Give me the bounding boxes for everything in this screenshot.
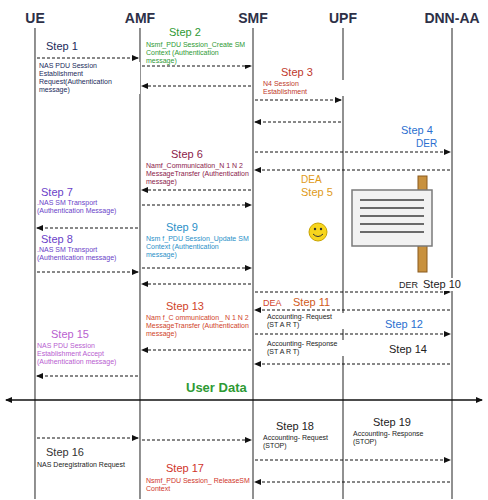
step-number: Step 3: [280, 66, 314, 79]
lifeline: [34, 28, 35, 499]
message-arrow: [37, 376, 138, 377]
message-arrow: [142, 284, 251, 285]
participant-name: UE: [23, 10, 46, 26]
step-number: Step 11: [292, 296, 331, 309]
step-number: Step 18: [275, 420, 315, 433]
lifeline: [253, 28, 254, 499]
message-label: NAS PDU Session Establishment Request(Au…: [38, 62, 140, 94]
lifeline: [139, 28, 140, 499]
message-label: DER: [415, 138, 438, 150]
message-label: DEA: [300, 174, 323, 186]
message-label: Nsm f_PDU Session_Update SM Context (Aut…: [145, 235, 252, 259]
step-number: Step 12: [384, 318, 424, 331]
message-arrow: [255, 122, 341, 123]
message-label: DER: [398, 280, 419, 290]
message-arrow: [37, 228, 138, 229]
message-arrow: [142, 205, 251, 206]
participant-name: SMF: [236, 10, 270, 26]
message-arrow: [255, 170, 450, 171]
message-label: Nsmf_PDU Session_ ReleaseSM Context: [145, 477, 252, 493]
message-label: NAS Deregistration Request: [36, 461, 138, 469]
step-number: Step 2: [168, 26, 202, 39]
message-label: DEA: [262, 298, 283, 308]
message-arrow: [37, 438, 138, 439]
signboard: [352, 190, 432, 246]
message-arrow: [255, 460, 450, 461]
participant-name: DNN-AA: [422, 10, 481, 26]
message-arrow: [255, 334, 450, 335]
step-number: Step 13: [165, 300, 205, 313]
participant-header: UE: [23, 10, 46, 26]
participant-name: UPF: [327, 10, 359, 26]
step-number: Step 8: [40, 233, 74, 246]
step-number: Step 16: [45, 446, 85, 459]
message-label: N4 Session Establishment: [262, 80, 344, 96]
participant-header: UPF: [327, 10, 359, 26]
lifeline: [452, 28, 453, 499]
participant-name: AMF: [123, 10, 157, 26]
smiley-icon: [309, 223, 327, 241]
step-number: Step 17: [165, 462, 205, 475]
participant-header: SMF: [236, 10, 270, 26]
message-label: NAS PDU Session Establishment Accept (Au…: [36, 342, 138, 366]
step-number: Step 15: [50, 328, 90, 341]
message-arrow: [142, 268, 251, 269]
message-label: Accounting- Response (ST A R T): [266, 340, 344, 356]
message-label: Accounting- Request (ST A R T): [266, 313, 344, 329]
message-arrow: [142, 350, 251, 351]
message-arrow: [255, 310, 450, 311]
message-arrow: [255, 152, 450, 153]
lifeline: [343, 28, 344, 499]
message-arrow: [142, 190, 251, 191]
message-arrow: [37, 58, 138, 59]
step-number: Step 5: [300, 186, 334, 199]
signboard-slats: [360, 200, 424, 232]
step-number: Step 6: [170, 148, 204, 161]
message-arrow: [255, 482, 450, 483]
participant-header: DNN-AA: [422, 10, 481, 26]
step-number: Step 1: [45, 40, 79, 53]
message-label: User Data: [185, 381, 248, 396]
message-label: Accounting- Response (STOP): [352, 430, 446, 446]
step-number: Step 10: [422, 278, 462, 291]
message-label: .NAS SM Transport (Authentication Messag…: [36, 199, 138, 215]
message-label: Namf_Communication_N 1 N 2 MessageTransf…: [145, 162, 252, 186]
step-number: Step 19: [372, 416, 412, 429]
step-number: Step 7: [40, 186, 74, 199]
participant-header: AMF: [123, 10, 157, 26]
message-arrow: [37, 272, 138, 273]
message-label: Accounting- Request (STOP): [262, 434, 342, 450]
message-arrow: [255, 292, 450, 293]
message-arrow: [6, 399, 482, 401]
message-arrow: [142, 440, 251, 441]
message-arrow: [142, 86, 251, 87]
step-number: Step 4: [400, 124, 434, 137]
message-label: Nsmf_PDU Session_Create SM Context (Auth…: [145, 41, 252, 65]
message-arrow: [142, 66, 251, 67]
message-label: Nam f_C ommunication_ N 1 N 2 MessageTra…: [145, 314, 252, 338]
step-number: Step 9: [165, 221, 199, 234]
message-arrow: [255, 364, 450, 365]
message-arrow: [255, 100, 341, 101]
message-label: .NAS SM Transport (Authentication messag…: [36, 246, 138, 262]
step-number: Step 14: [388, 343, 428, 356]
